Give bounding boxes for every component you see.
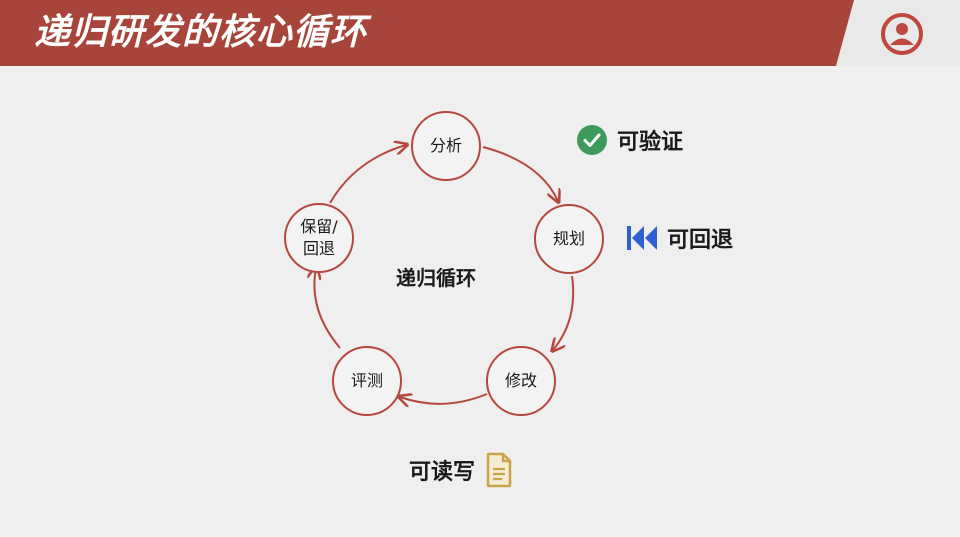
logo-icon bbox=[881, 13, 923, 55]
node-keep-label-line1: 保留/ bbox=[300, 217, 338, 236]
legend-verifiable-label: 可验证 bbox=[617, 130, 684, 155]
node-analyze: 分析 bbox=[411, 111, 481, 181]
check-circle-icon bbox=[577, 125, 607, 155]
node-evaluate-label: 评测 bbox=[350, 371, 383, 390]
arrow-plan-to-modify bbox=[553, 275, 575, 350]
legend-readwrite: 可读写 bbox=[409, 452, 513, 488]
arrow-modify-to-evaluate bbox=[400, 394, 488, 404]
header-bar: 递归研发的核心循环 bbox=[0, 0, 960, 66]
arrow-evaluate-to-keep bbox=[314, 268, 341, 349]
node-plan-label: 规划 bbox=[552, 229, 585, 248]
legend-verifiable: 可验证 bbox=[576, 124, 683, 156]
legend-revertible-label: 可回退 bbox=[667, 228, 734, 253]
node-plan: 规划 bbox=[534, 204, 604, 274]
legend-readwrite-label: 可读写 bbox=[409, 460, 476, 485]
node-modify: 修改 bbox=[486, 346, 556, 416]
arrow-analyze-to-plan bbox=[482, 146, 558, 201]
cycle-center-label: 递归循环 bbox=[396, 266, 476, 290]
node-analyze-label: 分析 bbox=[429, 136, 462, 155]
legend-revertible: 可回退 bbox=[626, 222, 733, 254]
node-evaluate: 评测 bbox=[332, 346, 402, 416]
page-title: 递归研发的核心循环 bbox=[34, 12, 368, 53]
arrow-keep-to-analyze bbox=[329, 145, 406, 204]
node-modify-label: 修改 bbox=[504, 371, 537, 390]
document-icon bbox=[486, 452, 512, 488]
node-keep-or-revert: 保留/ 回退 bbox=[284, 203, 354, 273]
cycle-arrows bbox=[0, 66, 575, 537]
rewind-icon bbox=[627, 226, 657, 250]
node-keep-label-line2: 回退 bbox=[302, 239, 335, 258]
